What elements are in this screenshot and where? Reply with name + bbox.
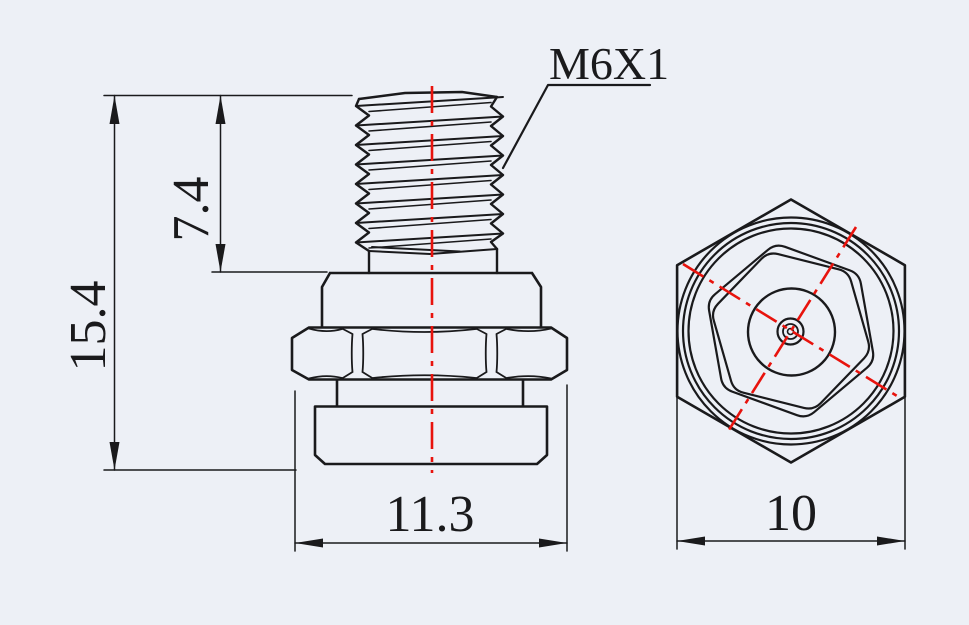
centerlines-group — [430, 86, 898, 473]
dim-label-body-width: 11.3 — [385, 486, 474, 543]
thread-top-edge — [357, 90, 499, 101]
arrow-up-thread — [215, 95, 226, 124]
base-outline — [313, 405, 549, 466]
thread-callout-label: M6X1 — [549, 38, 669, 89]
inner-hex-outline-2 — [711, 252, 871, 410]
dim-label-overall-height: 15.4 — [60, 281, 117, 372]
arrow-down-overall — [109, 442, 120, 470]
shank-outline — [367, 247, 499, 275]
thread-tip-circle-inner — [782, 323, 799, 340]
dimension-lines-group — [103, 83, 906, 552]
extension-lines — [103, 94, 906, 552]
dim-label-hex-width: 10 — [765, 485, 817, 542]
dimension-labels: 15.4 7.4 11.3 10 M6X1 — [60, 38, 817, 543]
thread-left-edge — [354, 97, 371, 253]
inner-hex-outline — [707, 244, 875, 418]
chamfer-circle-middle — [681, 221, 901, 441]
side-view — [290, 90, 569, 466]
arrow-left-hex-width — [677, 536, 705, 546]
end-view — [675, 198, 907, 464]
thread-tip-circle-outer — [776, 317, 805, 346]
linework-group — [103, 83, 907, 552]
thread-right-edge — [489, 95, 505, 251]
callout-leader-line — [501, 83, 652, 170]
arrow-right-hex-width — [877, 536, 905, 546]
thread-helix-root-lines — [368, 101, 492, 249]
dimension-arrows — [109, 95, 905, 548]
thread-runout-lines — [368, 246, 498, 255]
thread-helix-crest-lines — [355, 96, 504, 244]
hex-chamfer-arcs — [308, 327, 552, 380]
chamfer-circle-inner — [687, 227, 895, 435]
arrow-up-overall — [109, 95, 120, 124]
hex-outer-outline — [675, 198, 907, 464]
dimension-lines — [113, 94, 906, 544]
arrow-left-body-width — [295, 538, 323, 548]
chamfer-circle-outer — [676, 216, 906, 446]
neck-outline — [320, 271, 543, 329]
arrow-down-thread — [215, 244, 226, 272]
pilot-circle — [746, 287, 837, 377]
hex-edge-lines — [341, 327, 508, 380]
end-view-centerline-1 — [725, 226, 858, 434]
dim-label-thread-length: 7.4 — [163, 177, 220, 242]
arrow-right-body-width — [539, 538, 567, 548]
hex-body-outline — [290, 326, 569, 381]
collar-outline — [335, 378, 525, 408]
